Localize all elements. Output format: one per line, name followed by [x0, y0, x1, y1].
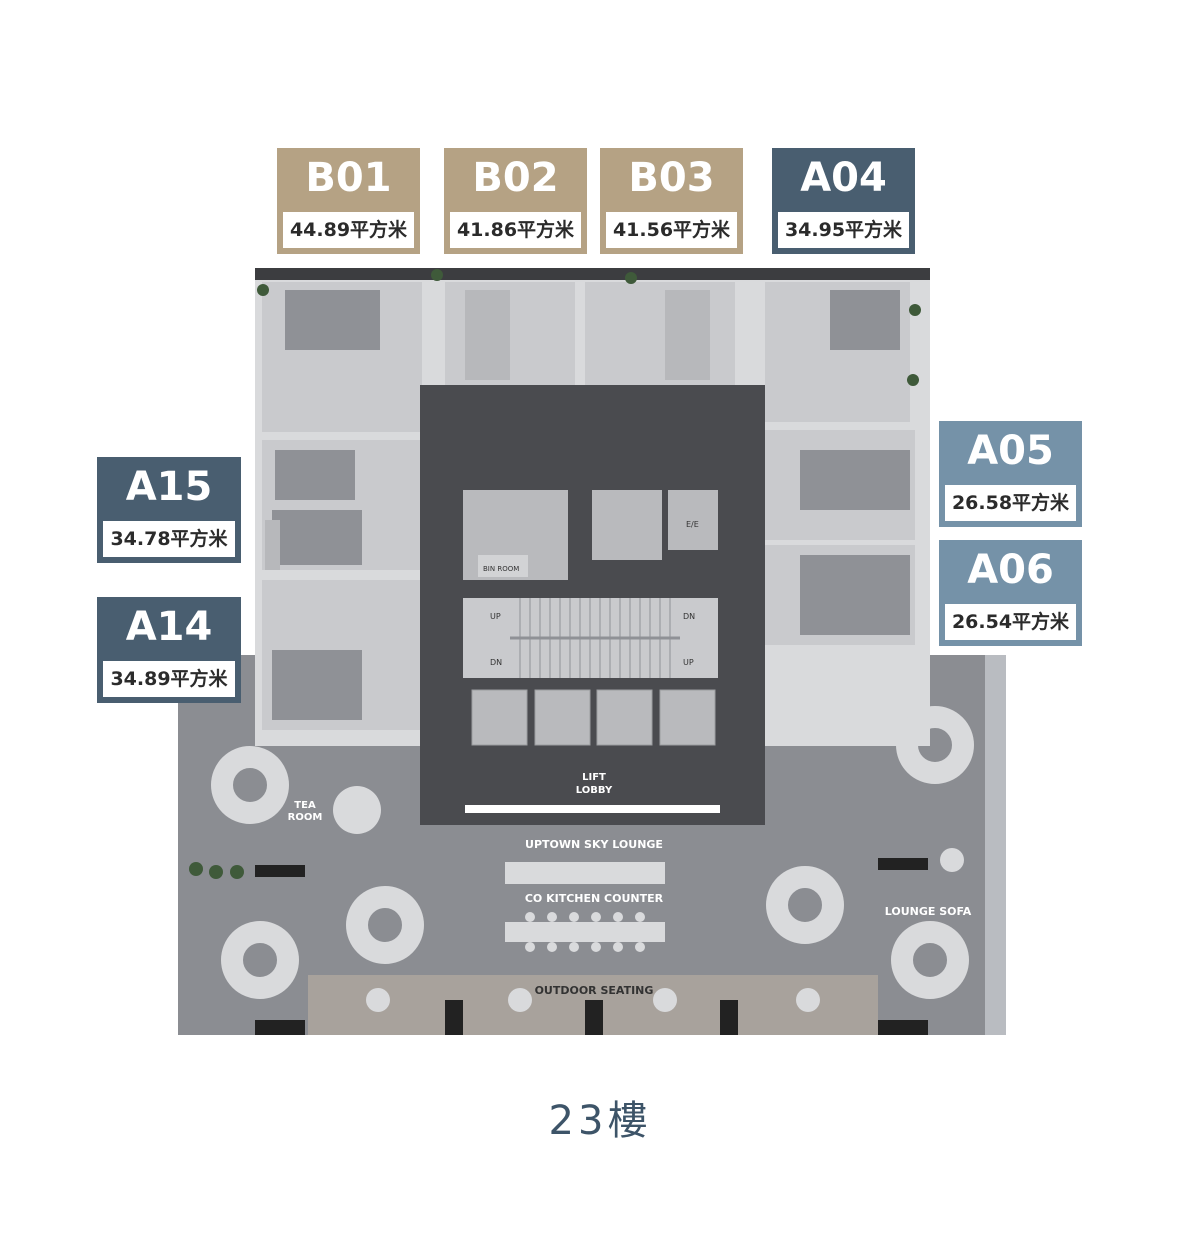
- plants: [189, 269, 921, 879]
- unit-code: B01: [305, 155, 392, 201]
- core-shaft: [592, 490, 662, 560]
- unit-area: 34.89平方米: [103, 661, 235, 697]
- ee-room: [668, 490, 718, 550]
- unit-code: A06: [967, 547, 1054, 593]
- unit-tag-a14[interactable]: A14 34.89平方米: [97, 597, 241, 703]
- unit-code: A14: [125, 604, 213, 650]
- tea-room-label-1: TEA: [294, 800, 316, 811]
- unit-code: A15: [125, 464, 213, 510]
- unit-area: 26.54平方米: [945, 604, 1076, 640]
- ee-room-label: E/E: [686, 520, 699, 529]
- curved-sofas: [211, 706, 974, 999]
- bench-right: [878, 858, 928, 870]
- lifts: [471, 689, 716, 746]
- stair-dn-right: DN: [683, 612, 695, 621]
- bin-room: [478, 555, 528, 577]
- unit-area: 26.58平方米: [945, 485, 1076, 521]
- unit-tag-b02[interactable]: B02 41.86平方米: [444, 148, 587, 254]
- sky-lounge-label: UPTOWN SKY LOUNGE: [525, 838, 663, 851]
- stair-treads: [510, 598, 680, 678]
- kitchen-counter: [505, 862, 665, 884]
- unit-area: 34.78平方米: [103, 521, 235, 557]
- lift-lobby-label-1: LIFT: [582, 772, 606, 783]
- bin-room-label: BIN ROOM: [483, 565, 519, 573]
- tea-room-label-2: ROOM: [288, 812, 323, 823]
- round-tables: [333, 786, 964, 1012]
- lounge-sofa-label: LOUNGE SOFA: [885, 905, 972, 918]
- bench-left: [255, 865, 305, 877]
- lobby-window: [465, 805, 720, 813]
- unit-tag-b01[interactable]: B01 44.89平方米: [277, 148, 420, 254]
- terrace-edge-right: [985, 655, 1006, 1035]
- unit-code: A05: [967, 428, 1054, 474]
- unit-tag-a05[interactable]: A05 26.58平方米: [939, 421, 1082, 527]
- stair-dn-left: DN: [490, 658, 502, 667]
- unit-code: B03: [628, 155, 715, 201]
- outdoor-seating-label: OUTDOOR SEATING: [535, 984, 654, 997]
- lift-lobby-label-2: LOBBY: [576, 785, 613, 796]
- outer-wall-top: [255, 268, 930, 280]
- wall-piers: [255, 1000, 928, 1035]
- unit-area: 44.89平方米: [283, 212, 414, 248]
- dining-counter: [505, 922, 665, 942]
- unit-tag-b03[interactable]: B03 41.56平方米: [600, 148, 743, 254]
- unit-tag-a06[interactable]: A06 26.54平方米: [939, 540, 1082, 646]
- dining-stools: [525, 912, 645, 952]
- unit-code: B02: [472, 155, 559, 201]
- unit-area: 41.86平方米: [450, 212, 581, 248]
- unit-area: 41.56平方米: [606, 212, 737, 248]
- unit-tag-a15[interactable]: A15 34.78平方米: [97, 457, 241, 563]
- unit-area: 34.95平方米: [778, 212, 909, 248]
- stair-up-right: UP: [683, 658, 694, 667]
- floor-title: 23樓: [548, 1098, 652, 1144]
- unit-code: A04: [800, 155, 887, 201]
- stair-up-left: UP: [490, 612, 501, 621]
- kitchen-counter-label: CO KITCHEN COUNTER: [525, 892, 664, 905]
- unit-tag-a04[interactable]: A04 34.95平方米: [772, 148, 915, 254]
- wood-floors: [265, 290, 710, 570]
